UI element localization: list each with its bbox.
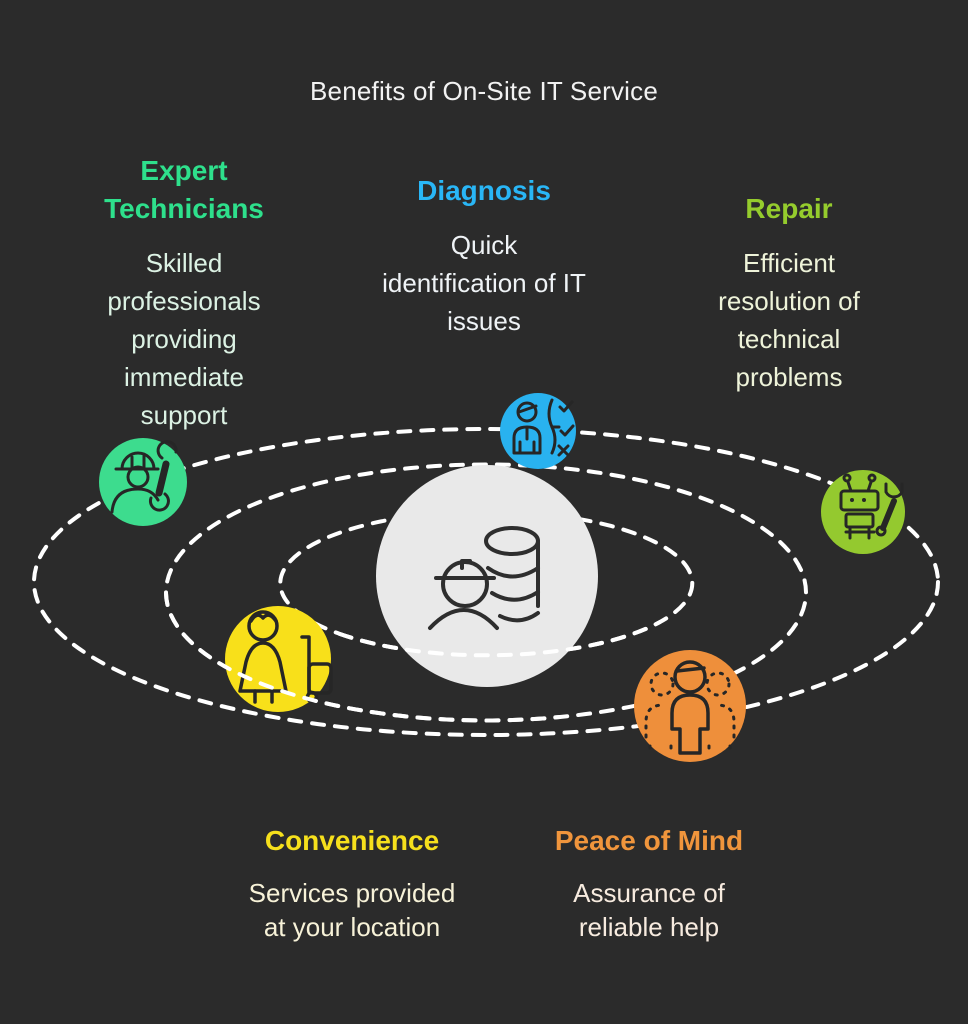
section-description-line: immediate (124, 362, 244, 392)
section-description-line: support (140, 400, 228, 430)
section-diagnosis: Diagnosis Quick identification of IT iss… (324, 172, 644, 340)
peace-of-mind-node (634, 650, 746, 762)
section-description-line: Services provided (248, 878, 456, 908)
peace-of-mind-node-circle (634, 650, 746, 762)
robot-wrench-icon (839, 473, 904, 540)
section-convenience: Convenience Services provided at your lo… (202, 822, 502, 944)
section-title-line: Technicians (104, 193, 264, 224)
section-description-line: reliable help (578, 912, 720, 942)
section-description: Skilled professionals providing immediat… (64, 244, 304, 434)
section-description-line: professionals (107, 286, 261, 316)
section-description: Quick identification of IT issues (324, 226, 644, 340)
section-description-line: identification of IT (382, 268, 586, 298)
section-peace-of-mind: Peace of Mind Assurance of reliable help (499, 822, 799, 944)
team-group-icon (644, 660, 736, 757)
person-trolley-icon (238, 610, 333, 704)
orbit-inner-front-arc (338, 620, 662, 658)
section-description: Services provided at your location (202, 876, 502, 944)
section-title: Peace of Mind (499, 822, 799, 860)
section-title: Diagnosis (324, 172, 644, 210)
section-description: Efficient resolution of technical proble… (669, 244, 909, 396)
section-title: Convenience (202, 822, 502, 860)
section-description-line: Assurance of (573, 878, 725, 908)
section-title-line: Convenience (264, 825, 440, 856)
section-title: Expert Technicians (64, 152, 304, 228)
orbit-ellipse-outer (32, 427, 940, 737)
section-description-line: at your location (263, 912, 441, 942)
section-description-line: problems (735, 362, 843, 392)
section-title-line: Repair (745, 193, 833, 224)
technician-database-icon (428, 526, 540, 630)
section-title-line: Expert (140, 155, 228, 186)
diagnosis-checklist-icon (512, 398, 575, 457)
section-description: Assurance of reliable help (499, 876, 799, 944)
diagnosis-node (500, 393, 576, 469)
section-title: Repair (669, 190, 909, 228)
section-title-line: Peace of Mind (554, 825, 744, 856)
section-description-line: technical (737, 324, 841, 354)
orbit-middle-front-arc (164, 591, 562, 723)
section-description-line: resolution of (718, 286, 860, 316)
orbit-ellipse-middle (163, 462, 808, 723)
expert-technicians-node-circle (99, 438, 187, 526)
repair-node (821, 470, 905, 554)
page-title: Benefits of On-Site IT Service (310, 76, 658, 106)
section-title-line: Diagnosis (417, 175, 551, 206)
convenience-node (225, 606, 333, 712)
section-description-line: providing (131, 324, 237, 354)
section-description-line: Quick (450, 230, 518, 260)
section-repair: Repair Efficient resolution of technical… (669, 190, 909, 396)
center-node (376, 465, 598, 687)
section-description-line: Skilled (145, 248, 223, 278)
technician-wrench-icon (110, 440, 178, 514)
expert-technicians-node (99, 438, 187, 526)
section-description-line: issues (447, 306, 521, 336)
orbit-front-arcs (164, 591, 662, 723)
section-description-line: Efficient (742, 248, 835, 278)
section-expert-technicians: Expert Technicians Skilled professionals… (64, 152, 304, 434)
